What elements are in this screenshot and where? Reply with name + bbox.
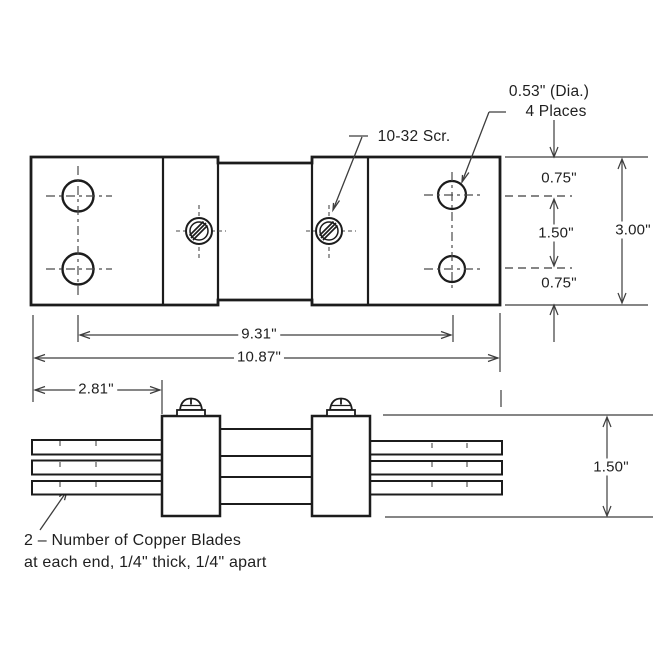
- width-dimensions: [32, 313, 502, 414]
- dim-top-margin: 0.75": [541, 169, 577, 187]
- hole-diameter-callout-line2: 4 Places: [525, 103, 587, 120]
- copper-blades-left: [31, 439, 164, 496]
- screw-spec-callout: 10-32 Scr.: [377, 128, 451, 145]
- leader-lines: [39, 111, 506, 531]
- front-height-dimension: [383, 414, 653, 518]
- clamp-block-right: [310, 414, 372, 518]
- copper-blades-right: [368, 440, 503, 496]
- plan-outline: [29, 155, 502, 307]
- dim-front-height: 1.50": [590, 458, 632, 476]
- plan-view: [29, 155, 502, 307]
- element-plates: [220, 428, 312, 505]
- dim-overall-height: 3.00": [612, 221, 654, 239]
- note-line1: 2 – Number of Copper Blades: [24, 532, 242, 549]
- screw-head-left: [176, 397, 206, 417]
- blade-ticks: [59, 441, 468, 487]
- hole-centerlines: [46, 166, 481, 299]
- screw-head-right: [326, 397, 356, 417]
- dim-bottom-margin: 0.75": [541, 274, 577, 292]
- clamp-screw-left: [185, 217, 213, 245]
- dim-blade-exposed-length: 2.81": [75, 380, 117, 398]
- dim-hole-row-spacing: 1.50": [535, 224, 577, 242]
- dim-overall-width: 10.87": [233, 348, 285, 366]
- clamp-screw-right: [315, 217, 343, 245]
- note-line2: at each end, 1/4" thick, 1/4" apart: [24, 554, 267, 571]
- front-view: [31, 397, 653, 518]
- clamp-block-left: [160, 414, 222, 518]
- dim-hole-center-span: 9.31": [238, 325, 280, 343]
- hole-diameter-callout-line1: 0.53" (Dia.): [508, 83, 590, 100]
